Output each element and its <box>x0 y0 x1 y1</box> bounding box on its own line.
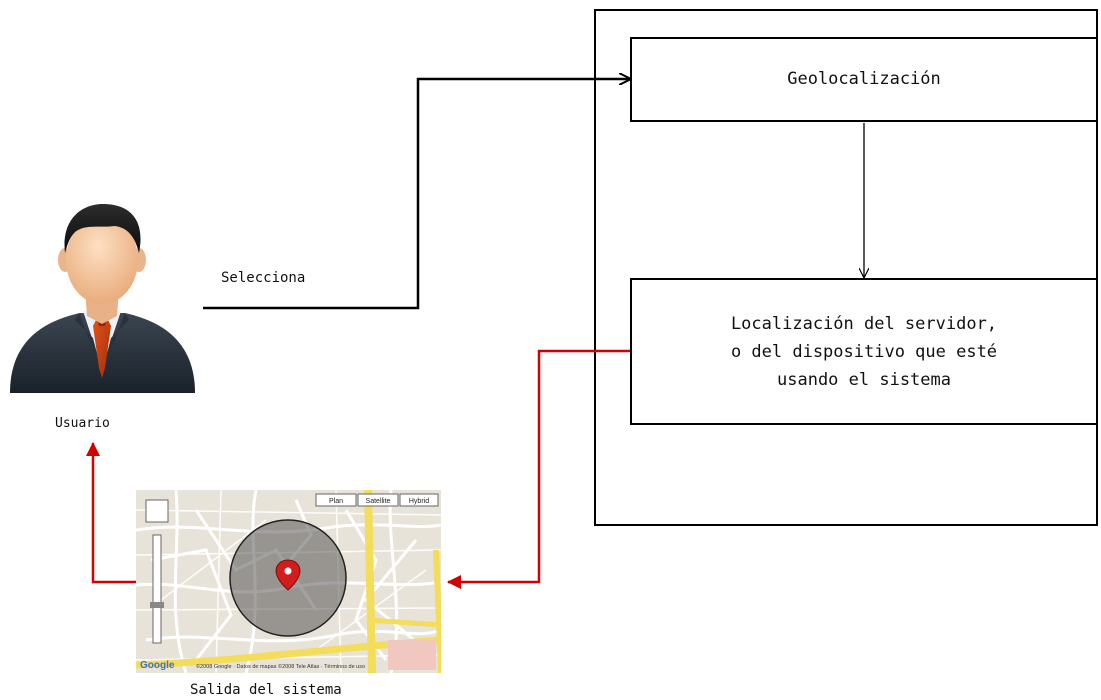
user-avatar-icon <box>10 203 195 393</box>
map-type-button: Satellite <box>366 498 391 505</box>
edge-locate-to-output <box>447 349 630 589</box>
node-localizacion-line: usando el sistema <box>777 370 951 390</box>
node-localizacion-line: Localización del servidor, <box>730 314 998 334</box>
map-type-button: Hybrid <box>409 498 429 505</box>
edge-label-selecciona: Selecciona <box>221 270 306 286</box>
map-pan-control-icon <box>145 499 169 523</box>
user-label: Usuario <box>55 416 110 431</box>
map-logo: Google <box>140 660 175 671</box>
map-footer: ©2008 Google · Datos de mapas ©2008 Tele… <box>196 663 365 670</box>
edge-selecciona <box>203 79 630 310</box>
map-type-button: Plan <box>329 498 343 505</box>
node-geolocalizacion: Geolocalización <box>630 37 1098 122</box>
node-localizacion-line: o del dispositivo que esté <box>730 342 998 362</box>
node-localizacion: Localización del servidor, o del disposi… <box>630 278 1098 425</box>
map-thumbnail: Plan Satellite Hybrid Google ©2008 Googl… <box>136 490 441 673</box>
map-zoom-slider-icon <box>152 534 162 644</box>
node-localizacion-text: Localización del servidor, o del disposi… <box>632 310 1096 394</box>
system-boundary <box>594 9 1098 526</box>
output-label: Salida del sistema <box>190 682 342 698</box>
node-geolocalizacion-label: Geolocalización <box>787 69 941 89</box>
edge-output-to-user <box>86 442 136 584</box>
